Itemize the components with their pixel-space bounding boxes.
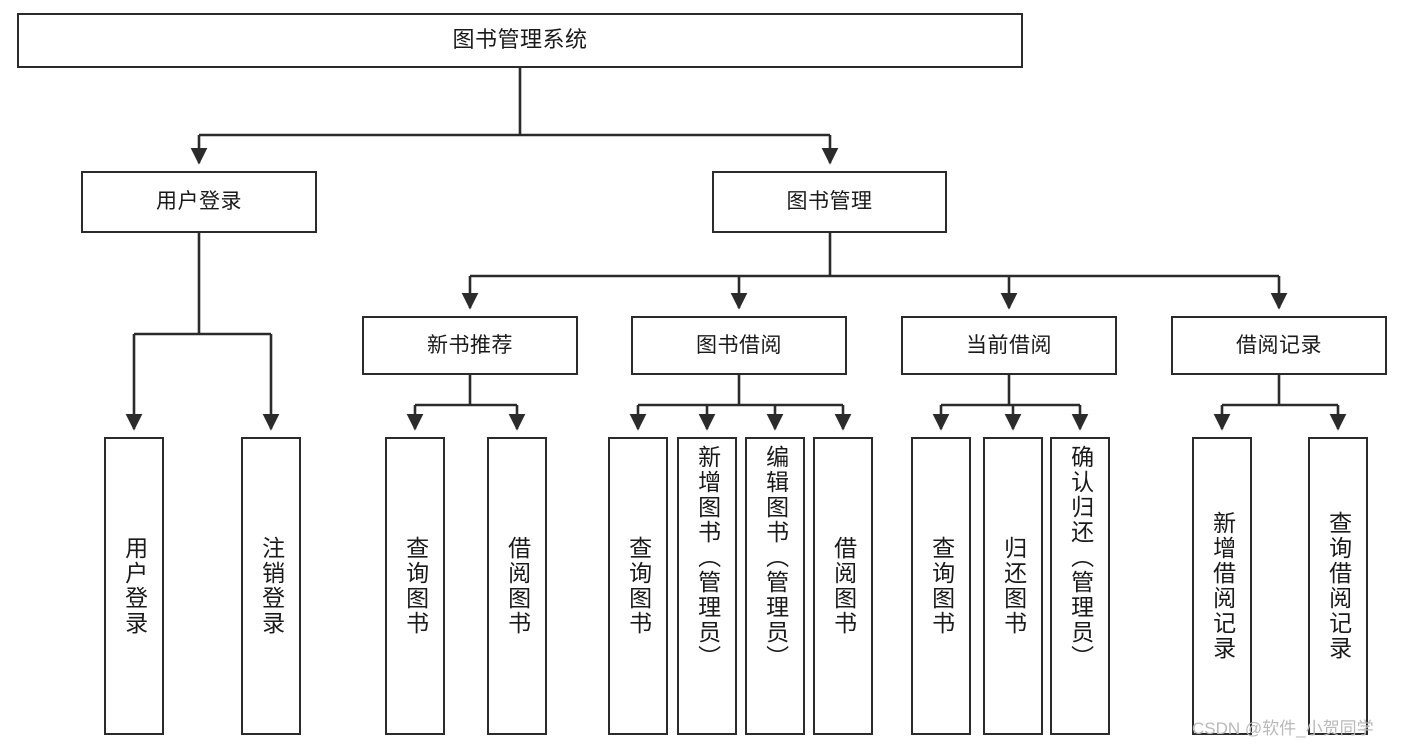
node-leaf-query-borrow-record-label: 查询借阅记录	[1325, 511, 1352, 661]
node-leaf-query-book-borrow-label: 查询图书	[625, 536, 652, 636]
node-leaf-return-book[interactable]: 归还图书	[983, 437, 1043, 735]
node-leaf-borrow-book-recommend[interactable]: 借阅图书	[487, 437, 547, 735]
node-leaf-borrow-book-label: 借阅图书	[830, 536, 857, 636]
node-book-borrow-label: 图书借阅	[696, 333, 782, 357]
node-leaf-confirm-return-label: 确认归还（管理员）	[1067, 445, 1094, 670]
node-root-label: 图书管理系统	[452, 27, 588, 53]
node-new-book-recommend-label: 新书推荐	[427, 333, 513, 357]
node-leaf-query-borrow-record[interactable]: 查询借阅记录	[1308, 437, 1368, 735]
node-borrow-record[interactable]: 借阅记录	[1171, 316, 1387, 375]
node-new-book-recommend[interactable]: 新书推荐	[362, 316, 578, 375]
node-book-management[interactable]: 图书管理	[712, 171, 947, 233]
node-leaf-query-book-recommend[interactable]: 查询图书	[385, 437, 445, 735]
node-user-login[interactable]: 用户登录	[81, 171, 317, 233]
node-leaf-return-book-label: 归还图书	[1000, 536, 1027, 636]
node-leaf-user-login-label: 用户登录	[121, 536, 148, 636]
node-leaf-query-book-recommend-label: 查询图书	[402, 536, 429, 636]
node-book-borrow[interactable]: 图书借阅	[631, 316, 847, 375]
node-borrow-record-label: 借阅记录	[1236, 333, 1322, 357]
node-leaf-logout[interactable]: 注销登录	[241, 437, 301, 735]
node-leaf-borrow-book[interactable]: 借阅图书	[813, 437, 873, 735]
node-user-login-label: 用户登录	[156, 190, 242, 214]
node-leaf-add-borrow-record[interactable]: 新增借阅记录	[1192, 437, 1252, 735]
node-current-borrow-label: 当前借阅	[966, 333, 1052, 357]
watermark: CSDN @软件_小贺同学	[1192, 719, 1374, 738]
node-leaf-edit-book[interactable]: 编辑图书（管理员）	[745, 437, 805, 735]
node-leaf-query-book-current-label: 查询图书	[928, 536, 955, 636]
node-root[interactable]: 图书管理系统	[17, 13, 1023, 68]
node-leaf-logout-label: 注销登录	[258, 536, 285, 636]
node-current-borrow[interactable]: 当前借阅	[901, 316, 1117, 375]
node-leaf-add-borrow-record-label: 新增借阅记录	[1209, 511, 1236, 661]
node-book-management-label: 图书管理	[786, 190, 873, 214]
node-leaf-add-book-label: 新增图书（管理员）	[694, 445, 721, 670]
node-leaf-borrow-book-recommend-label: 借阅图书	[504, 536, 531, 636]
node-leaf-add-book[interactable]: 新增图书（管理员）	[677, 437, 737, 735]
node-leaf-edit-book-label: 编辑图书（管理员）	[762, 445, 789, 670]
node-leaf-query-book-current[interactable]: 查询图书	[911, 437, 971, 735]
node-leaf-query-book-borrow[interactable]: 查询图书	[608, 437, 668, 735]
node-leaf-user-login[interactable]: 用户登录	[104, 437, 164, 735]
node-leaf-confirm-return[interactable]: 确认归还（管理员）	[1050, 437, 1110, 735]
